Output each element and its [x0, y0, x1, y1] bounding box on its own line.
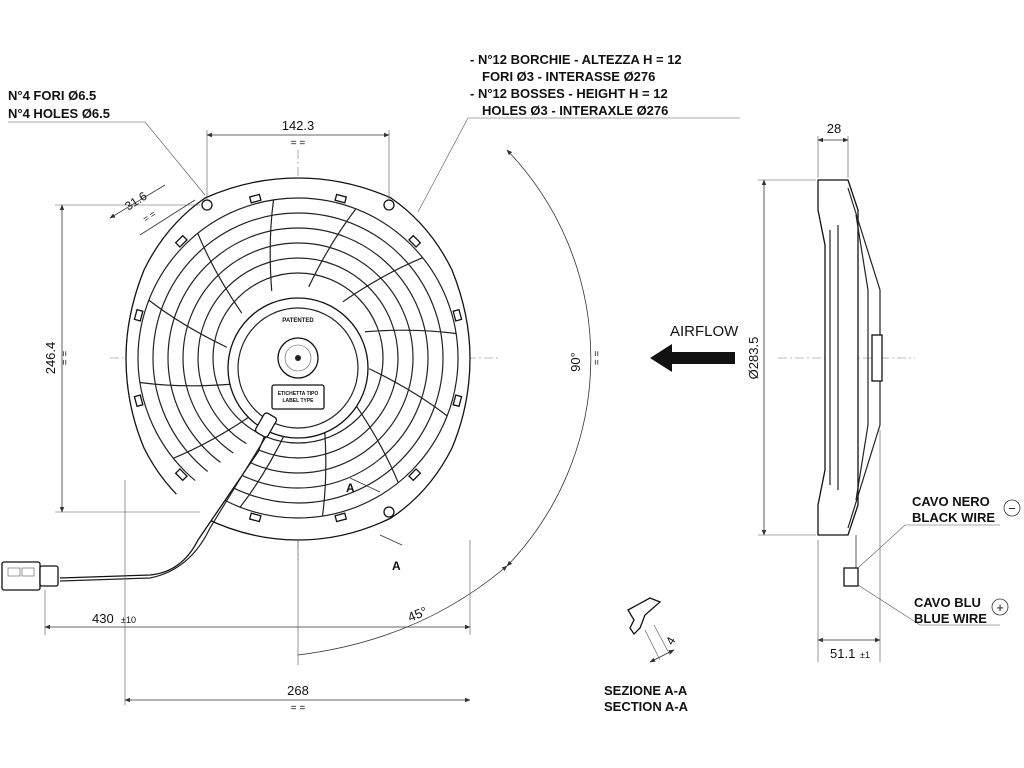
cable-grommet [254, 412, 278, 438]
note-holes-it: N°4 FORI Ø6.5 [8, 88, 96, 103]
front-dimensions: 142.3 = = 31.6 = = 246.4 = = 90° = = 45°… [43, 118, 603, 714]
fan-inner-ring [137, 197, 459, 519]
minus-sign: − [1008, 501, 1016, 516]
plus-sign: + [996, 600, 1004, 615]
note-bosses-en-2: HOLES Ø3 - INTERAXLE Ø276 [482, 103, 668, 118]
note-holes-en: N°4 HOLES Ø6.5 [8, 106, 110, 121]
note-bosses-it-1: - N°12 BORCHIE - ALTEZZA H = 12 [470, 52, 682, 67]
dim-height: 246.4 [43, 342, 58, 375]
dim-cable-tol: ±10 [121, 615, 136, 625]
cable-sheath [59, 427, 269, 579]
dim-top-width: 142.3 [282, 118, 315, 133]
section-marker-lower: A [392, 559, 401, 573]
blue-wire-it: CAVO BLU [914, 595, 981, 610]
dim-height-eq: = = [60, 351, 71, 366]
label-type-en-text: LABEL TYPE [282, 398, 314, 404]
airflow-indicator: AIRFLOW [650, 323, 739, 372]
dim-depth: 28 [827, 121, 841, 136]
fan-side-view: 28 Ø283.5 51.1 ±1 CAVO NERO BLACK WIRE −… [746, 121, 1021, 662]
fan-front-view: ETICHETTA TIPO LABEL TYPE PATENTED A A [1, 177, 471, 591]
mounting-boss [408, 468, 422, 482]
grill-spoke [148, 299, 228, 348]
note-bosses-en-1: - N°12 BOSSES - HEIGHT H = 12 [470, 86, 668, 101]
grill-spoke [173, 413, 254, 459]
plus-symbol [991, 598, 1009, 616]
grill-spoke [342, 257, 423, 303]
dim-angle-90: 90° [568, 352, 583, 372]
airflow-arrow [650, 344, 735, 372]
dim-side-tol: ±1 [860, 650, 870, 660]
label-type-it-text: ETICHETTA TIPO [278, 391, 319, 397]
patented-text: PATENTED [282, 318, 314, 324]
dim-angle-45: 45° [406, 604, 430, 625]
mounting-boss [452, 394, 463, 408]
section-marker-upper: A [346, 481, 355, 495]
mounting-boss [408, 234, 422, 248]
dim-bottom-width-eq: = = [291, 703, 306, 714]
side-motor [871, 334, 883, 382]
dim-hole-offset: 31.6 [122, 189, 149, 214]
motor-type-label [271, 384, 325, 410]
dim-cable-length: 430 [92, 611, 114, 626]
grill-spokes [139, 199, 457, 517]
grill-spoke [368, 368, 448, 417]
mounting-hole-tr [383, 199, 395, 211]
blue-wire-en: BLUE WIRE [914, 611, 987, 626]
section-profile [627, 597, 662, 636]
dim-bottom-width: 268 [287, 683, 309, 698]
grill-spoke [239, 428, 288, 508]
grill-ring [152, 212, 444, 504]
dim-diameter: Ø283.5 [746, 337, 761, 380]
dim-top-width-eq: = = [291, 138, 306, 149]
grill-spoke [308, 208, 357, 288]
mounting-boss [334, 193, 348, 204]
mounting-boss [133, 394, 144, 408]
dim-hole-offset-eq: = = [141, 209, 157, 224]
black-wire-it: CAVO NERO [912, 494, 990, 509]
black-wire-en: BLACK WIRE [912, 510, 995, 525]
side-connector [843, 567, 859, 587]
grill-ring [212, 272, 384, 444]
grill-ring [197, 257, 399, 459]
section-a-a: 4 SEZIONE A-A SECTION A-A [604, 597, 689, 714]
mounting-bosses [133, 193, 463, 523]
grill-spoke [353, 402, 399, 483]
grill-ring [182, 242, 414, 474]
note-bosses-it-2: FORI Ø3 - INTERASSE Ø276 [482, 69, 655, 84]
section-title-it: SEZIONE A-A [604, 683, 688, 698]
section-title-en: SECTION A-A [604, 699, 689, 714]
grill-spoke [197, 233, 243, 314]
dim-side-depth: 51.1 [830, 646, 855, 661]
grill-spoke [321, 424, 327, 517]
mounting-boss [452, 308, 463, 322]
mounting-hole-br [383, 506, 395, 518]
notes: N°4 FORI Ø6.5 N°4 HOLES Ø6.5 - N°12 BORC… [8, 52, 740, 213]
mounting-hole-tl [201, 199, 213, 211]
mounting-boss [133, 308, 144, 322]
motor-inner [237, 307, 359, 429]
dim-angle-90-eq: = = [592, 351, 603, 366]
dim-section-thickness: 4 [663, 634, 679, 647]
grill-spoke [139, 381, 232, 387]
mounting-boss [248, 512, 262, 523]
mounting-boss [174, 234, 188, 248]
minus-symbol [1003, 499, 1021, 517]
grill-spoke [364, 329, 457, 335]
grill-ring [167, 227, 429, 489]
mounting-boss [174, 468, 188, 482]
airflow-label: AIRFLOW [670, 323, 739, 340]
grill-spoke [269, 199, 275, 292]
mounting-boss [248, 193, 262, 204]
grill-rings [152, 212, 444, 504]
mounting-boss [334, 512, 348, 523]
